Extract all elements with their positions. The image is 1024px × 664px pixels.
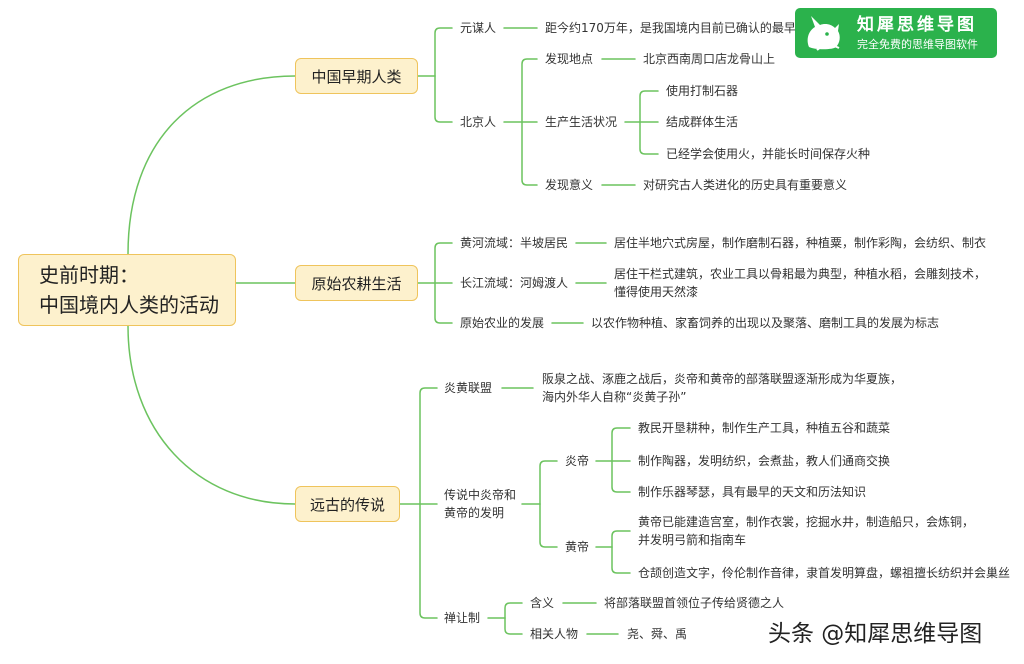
link-root-early-humans [127, 75, 296, 255]
topic-yuanmou-man: 元谋人 [460, 21, 497, 35]
topic-alliance-detail-line: 阪泉之战、涿鹿之战后，炎帝和黄帝的部落联盟逐渐形成为华夏族， [542, 372, 903, 386]
link-life-3 [639, 121, 659, 155]
link-to-figures [504, 617, 523, 635]
link-to-site [521, 58, 538, 123]
topic-yanhuang-alliance: 炎黄联盟 [444, 381, 493, 395]
branch-early-humans: 中国早期人类 [295, 58, 418, 94]
topic-discovery-site: 发现地点 [545, 52, 594, 66]
topic-inventions-line: 黄帝的发明 [444, 506, 505, 520]
topic-yellow-emperor-item-line: 黄帝已能建造宫室，制作衣裳，挖掘水井，制造船只，会炼铜， [638, 515, 975, 529]
topic-inventions-line: 传说中炎帝和 [444, 488, 517, 502]
link-huang-1 [611, 530, 631, 548]
topic-abdication-meaning-detail: 将部落联盟首领位子传给贤德之人 [604, 596, 785, 610]
link-to-peking [434, 75, 453, 123]
topic-yellow-emperor-item-line: 并发明弓箭和指南车 [638, 533, 747, 547]
link-to-alliance [419, 387, 438, 505]
topic-abdication-meaning: 含义 [530, 596, 555, 610]
topic-discovery-significance-detail: 对研究古人类进化的历史具有重要意义 [643, 178, 848, 192]
link-yan-1 [611, 427, 631, 462]
link-to-yellow-river [434, 242, 453, 284]
link-to-development [434, 282, 453, 324]
topic-yellow-emperor-item: 黄帝已能建造宫室，制作衣裳，挖掘水井，制造船只，会炼铜， 并发明弓箭和指南车 [638, 513, 974, 549]
topic-yellow-emperor: 黄帝 [565, 540, 590, 554]
topic-yuanmou-detail: 距今约170万年，是我国境内目前已确认的最早的 [545, 21, 808, 35]
topic-yan-emperor-item: 教民开垦耕种，制作生产工具，种植五谷和蔬菜 [638, 421, 891, 435]
link-yan-3 [611, 460, 631, 493]
topic-living-condition-item: 结成群体生活 [666, 115, 739, 129]
topic-discovery-significance: 发现意义 [545, 178, 594, 192]
brand-logo-badge: 知犀思维导图 完全免费的思维导图软件 [795, 8, 997, 58]
source-watermark: 头条 @知犀思维导图 [768, 621, 983, 647]
topic-abdication-figures-detail: 尧、舜、禹 [627, 627, 688, 641]
topic-yan-emperor-item: 制作陶器，发明纺织，会煮盐，教人们通商交换 [638, 454, 891, 468]
topic-abdication-system: 禅让制 [444, 611, 481, 625]
link-to-yuanmou [434, 27, 453, 77]
link-to-meaning [504, 602, 523, 619]
link-to-significance [521, 121, 538, 186]
topic-living-condition-item: 已经学会使用火，并能长时间保存火种 [666, 147, 871, 161]
topic-yellow-emperor-item: 仓颉创造文字，伶伦制作音律，隶首发明算盘，螺祖擅长纺织并会巢丝 [638, 566, 1011, 580]
topic-agriculture-development-detail: 以农作物种植、家畜饲养的出现以及聚落、磨制工具的发展为标志 [591, 316, 940, 330]
branch-primitive-farming: 原始农耕生活 [295, 265, 418, 301]
logo-subtitle: 完全免费的思维导图软件 [857, 38, 978, 51]
topic-yellow-river-detail: 居住半地穴式房屋，制作磨制石器，种植粟，制作彩陶，会纺织、制衣 [614, 236, 987, 250]
topic-living-conditions: 生产生活状况 [545, 115, 618, 129]
topic-discovery-site-detail: 北京西南周口店龙骨山上 [643, 52, 776, 66]
root-topic-line: 中国境内人类的活动 [39, 293, 219, 317]
rhino-icon [807, 16, 840, 51]
link-to-huang [539, 503, 558, 548]
link-to-yan [539, 460, 558, 505]
root-topic: 史前时期： 中国境内人类的活动 [18, 254, 236, 326]
topic-yanhuang-alliance-detail: 阪泉之战、涿鹿之战后，炎帝和黄帝的部落联盟逐渐形成为华夏族， 海内外华人自称“炎… [542, 370, 902, 406]
branch-ancient-legends: 远古的传说 [295, 486, 400, 522]
link-life-1 [639, 90, 659, 123]
link-root-legends [127, 325, 296, 505]
topic-yangtze-detail-line: 居住干栏式建筑，农业工具以骨耜最为典型，种植水稻，会雕刻技术， [614, 267, 987, 281]
logo-title: 知犀思维导图 [857, 15, 977, 35]
link-huang-2 [611, 546, 631, 574]
topic-peking-man: 北京人 [460, 115, 497, 129]
topic-yan-emperor: 炎帝 [565, 454, 590, 468]
topic-yan-emperor-item: 制作乐器琴瑟，具有最早的天文和历法知识 [638, 485, 867, 499]
topic-yangtze-hemudu: 长江流域：河姆渡人 [460, 276, 569, 290]
topic-yellow-river-banpo: 黄河流域：半坡居民 [460, 236, 569, 250]
topic-abdication-figures: 相关人物 [530, 627, 579, 641]
topic-yangtze-detail-line: 懂得使用天然漆 [614, 285, 699, 299]
link-to-abdication [419, 503, 438, 619]
topic-alliance-detail-line: 海内外华人自称“炎黄子孙” [542, 390, 687, 404]
topic-living-condition-item: 使用打制石器 [666, 84, 739, 98]
topic-yangtze-detail: 居住干栏式建筑，农业工具以骨耜最为典型，种植水稻，会雕刻技术， 懂得使用天然漆 [614, 265, 986, 301]
topic-agriculture-development: 原始农业的发展 [460, 316, 545, 330]
root-topic-line: 史前时期： [39, 263, 139, 287]
topic-legendary-inventions: 传说中炎帝和 黄帝的发明 [444, 486, 516, 522]
